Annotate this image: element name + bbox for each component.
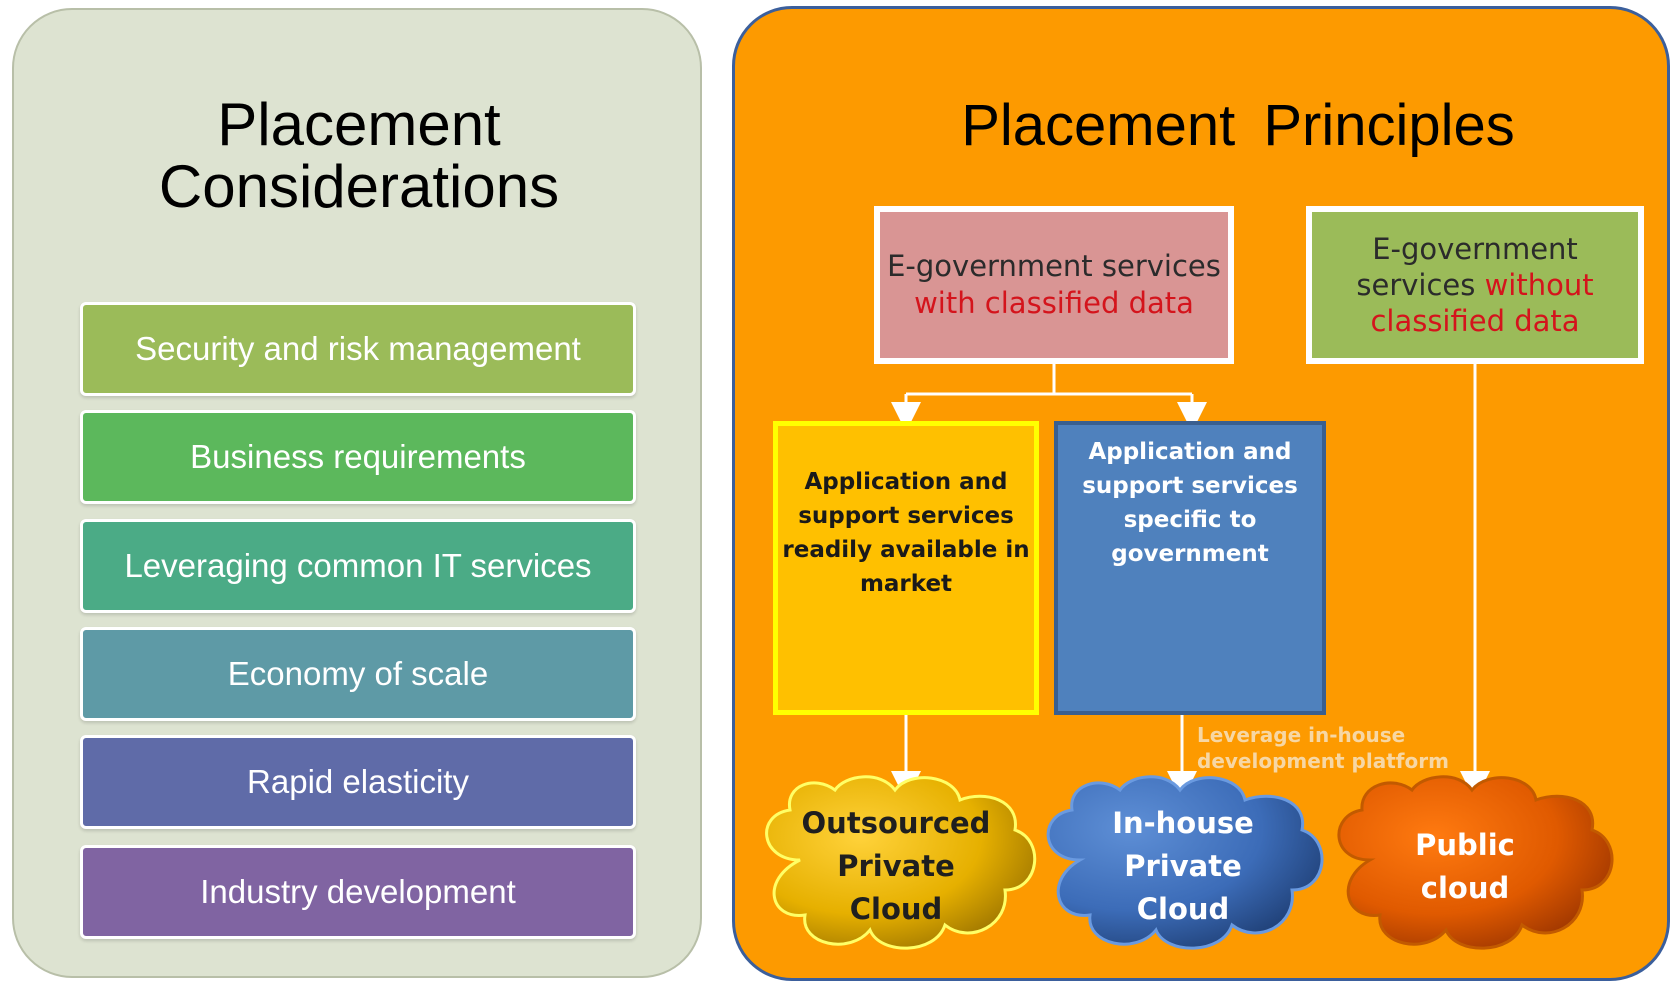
consideration-item: Economy of scale — [80, 627, 636, 721]
public-line-1: Public — [1415, 828, 1515, 862]
outsourced-line-3: Cloud — [849, 892, 943, 926]
gov-line-1: Application and — [1088, 439, 1292, 465]
gov-line-3: specific to government — [1111, 507, 1269, 567]
market-services-box: Application and support services readily… — [773, 421, 1039, 715]
note-line-2: development platform — [1197, 749, 1449, 773]
title-line-2: Considerations — [158, 153, 560, 220]
unclassified-services-box: E-government services without classified… — [1306, 206, 1644, 364]
unclassified-line-3: classified data — [1370, 304, 1580, 338]
leverage-note: Leverage in-house development platform — [1197, 722, 1457, 774]
market-line-1: Application and — [804, 469, 1008, 495]
public-cloud-label: Public cloud — [1375, 824, 1555, 910]
public-line-2: cloud — [1420, 871, 1510, 905]
public-cloud-icon — [1337, 775, 1614, 950]
outsourced-line-2: Private — [837, 849, 955, 883]
consideration-item: Business requirements — [80, 410, 636, 504]
unclassified-line-2-prefix: services — [1356, 268, 1485, 302]
outsourced-line-1: Outsourced — [801, 806, 991, 840]
consideration-item: Leveraging common IT services — [80, 519, 636, 613]
consideration-item: Security and risk management — [80, 302, 636, 396]
placement-principles-title: Placement Principles — [961, 93, 1515, 158]
outsourced-cloud-label: Outsourced Private Cloud — [796, 802, 996, 931]
consideration-item: Industry development — [80, 845, 636, 939]
classified-services-box: E-government services with classified da… — [874, 206, 1234, 364]
placement-considerations-title: Placement Considerations — [14, 94, 704, 218]
market-line-4: market — [859, 571, 953, 597]
market-line-2: support services — [798, 503, 1014, 529]
classified-line-2: with classified data — [914, 286, 1194, 320]
unclassified-line-1: E-government — [1372, 232, 1578, 266]
inhouse-line-3: Cloud — [1136, 892, 1230, 926]
outsourced-cloud-icon — [765, 775, 1037, 950]
inhouse-cloud-icon — [1046, 775, 1324, 950]
classified-line-1: E-government services — [887, 249, 1221, 283]
market-line-3: readily available in — [782, 537, 1030, 563]
consideration-item: Rapid elasticity — [80, 735, 636, 829]
gov-line-2: support services — [1082, 473, 1298, 499]
inhouse-line-2: Private — [1124, 849, 1242, 883]
inhouse-cloud-label: In-house Private Cloud — [1083, 802, 1283, 931]
government-services-box: Application and support services specifi… — [1054, 421, 1326, 715]
title-line-1: Placement — [217, 91, 501, 158]
note-line-1: Leverage in-house — [1197, 723, 1406, 747]
inhouse-line-1: In-house — [1112, 806, 1254, 840]
unclassified-line-2-red: without — [1484, 268, 1594, 302]
